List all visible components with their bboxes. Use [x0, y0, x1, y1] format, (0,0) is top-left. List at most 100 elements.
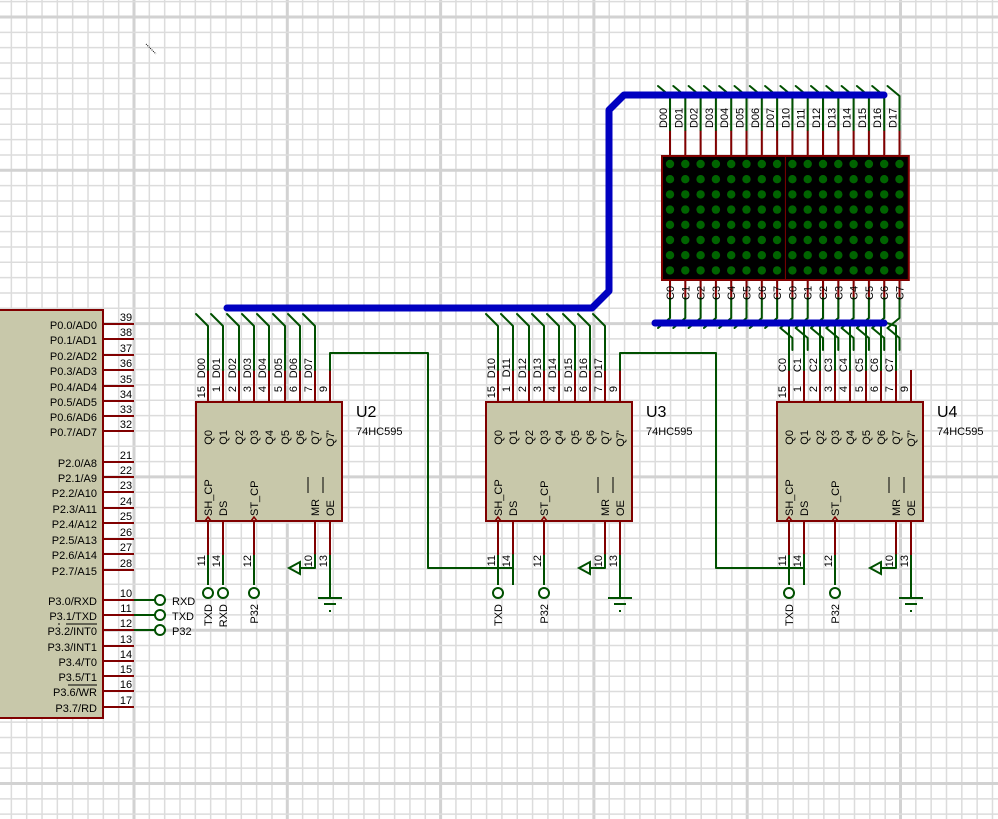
mcu-8051[interactable]: P0.0/AD039P0.1/AD138P0.2/AD237P0.3/AD336…	[0, 309, 195, 719]
mcu-pin-number: 14	[120, 649, 132, 661]
led	[696, 190, 705, 199]
terminal-rxd[interactable]	[154, 594, 166, 606]
terminal-shcp[interactable]	[492, 587, 504, 599]
terminal-p32[interactable]	[154, 624, 166, 636]
net-label: C3	[833, 286, 845, 300]
net-label: D10	[486, 358, 498, 378]
mcu-pin-number: 24	[120, 496, 132, 508]
net-label: C5	[864, 286, 876, 300]
net-label: C4	[838, 358, 850, 372]
chip-body[interactable]	[776, 401, 924, 522]
clock-marker	[204, 515, 212, 522]
led	[803, 159, 812, 169]
pin-name: SH_CP	[784, 479, 796, 516]
led	[803, 266, 812, 275]
mcu-port-label: P2.4/A12	[52, 519, 97, 531]
mcu-port-label: P0.7/AD7	[50, 427, 97, 439]
led	[818, 235, 828, 245]
pin-number: 14	[211, 555, 223, 567]
led	[727, 251, 736, 260]
led	[696, 220, 705, 229]
pin-name: Q3	[249, 430, 261, 445]
net-label: C6	[879, 286, 891, 300]
pin-number: 10	[884, 555, 896, 567]
led	[895, 175, 904, 184]
net-wire	[886, 297, 901, 329]
pin-name: OE	[325, 500, 337, 516]
net-wire	[779, 327, 794, 351]
led	[880, 205, 889, 214]
pin-name: Q4	[845, 430, 857, 445]
pin-number: 14	[501, 555, 513, 567]
mcu-body[interactable]	[0, 309, 104, 719]
net-wire	[210, 313, 224, 371]
led	[757, 205, 766, 214]
pin-number: 6	[578, 386, 590, 392]
net-label: D05	[735, 108, 747, 128]
led	[772, 251, 782, 260]
led	[849, 220, 858, 229]
pin-number: 1	[792, 386, 804, 392]
net-label: D17	[888, 108, 900, 128]
mcu-port-label: P0.5/AD5	[50, 397, 97, 409]
pin-number: 3	[242, 386, 254, 392]
clock-marker	[494, 515, 502, 522]
led	[818, 159, 828, 169]
led	[757, 190, 766, 199]
pin-number: 1	[501, 386, 513, 392]
led	[742, 190, 751, 199]
terminal-txd[interactable]	[154, 609, 166, 621]
terminal-stcp[interactable]	[248, 587, 260, 599]
chip-u4[interactable]: U474HC59515Q0C01Q1C12Q2C23Q3C34Q4C45Q5C5…	[521, 321, 983, 626]
terminal-shcp[interactable]	[202, 587, 214, 599]
led	[834, 205, 843, 214]
led	[864, 251, 874, 260]
net-wire	[855, 327, 870, 351]
net-label: D03	[704, 108, 716, 128]
pin-number: 7	[593, 386, 605, 392]
power-icon	[286, 560, 301, 576]
pin-name: Q7	[310, 430, 322, 445]
led	[834, 190, 843, 199]
terminal-stcp[interactable]	[829, 587, 841, 599]
terminal-shcp[interactable]	[783, 587, 795, 599]
pin-number: 5	[854, 386, 866, 392]
pin-number: 5	[563, 386, 575, 392]
pin-number: 12	[532, 555, 544, 567]
chip-u2[interactable]: U274HC59515Q0D001Q1D012Q2D023Q3D034Q4D04…	[195, 313, 521, 627]
terminal-ds[interactable]	[217, 587, 229, 599]
led	[727, 159, 736, 169]
terminal-stcp[interactable]	[538, 587, 550, 599]
pin-name: ST_CP	[830, 481, 842, 516]
led	[681, 159, 690, 169]
pin-name: DS	[218, 501, 230, 516]
pin-name: Q5	[280, 430, 292, 445]
led	[696, 235, 705, 245]
pin-number: 15	[486, 386, 498, 398]
led	[834, 175, 843, 184]
net-label: D12	[517, 358, 529, 378]
chip-u3[interactable]: U374HC59515Q0D101Q1D112Q2D123Q3D134Q4D14…	[485, 313, 692, 626]
net-wire	[592, 313, 606, 371]
led	[696, 175, 705, 184]
led	[788, 190, 797, 199]
mcu-port-label: P0.2/AD2	[50, 351, 97, 363]
net-label: C7	[772, 286, 784, 300]
net-wire	[302, 313, 316, 371]
led	[711, 266, 721, 275]
pin-name: Q0	[493, 430, 505, 445]
net-label: C7	[884, 358, 896, 372]
chip-body[interactable]	[195, 401, 343, 522]
net-label: D14	[842, 108, 854, 128]
pin-number: 12	[242, 555, 254, 567]
power-icon	[576, 560, 591, 576]
pin-number: 1	[211, 386, 223, 392]
led	[895, 266, 904, 275]
led	[864, 190, 874, 199]
mcu-port-label: P3.6/WR	[53, 687, 97, 699]
terminal-label: RXD	[172, 596, 195, 608]
led	[757, 266, 766, 275]
led	[895, 190, 904, 199]
